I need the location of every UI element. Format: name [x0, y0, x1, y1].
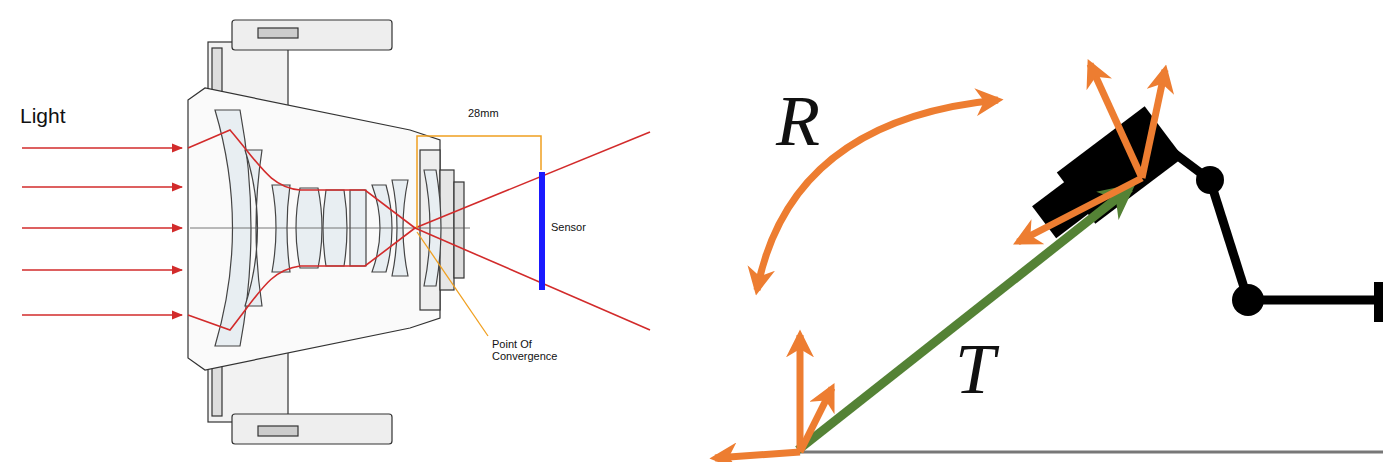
translation-symbol: T⃗	[955, 330, 1051, 409]
rotation-symbol: R	[776, 82, 820, 161]
camera-frame	[1018, 64, 1165, 242]
robot-arm	[1170, 150, 1383, 322]
leader-line	[417, 232, 488, 336]
optical-axis	[190, 228, 470, 229]
callout-label: Point Of Convergence	[492, 338, 574, 362]
dimension-bracket	[417, 136, 541, 228]
light-ray-path	[188, 130, 650, 330]
translation-vector	[798, 188, 1130, 450]
ground-line	[790, 451, 1383, 454]
light-ray	[22, 148, 182, 315]
dimension-label: 28mm	[468, 107, 499, 119]
input-label: Light	[20, 104, 66, 127]
part-label: Sensor	[551, 221, 586, 233]
sensor-plane	[539, 172, 545, 290]
world-frame	[715, 335, 832, 458]
